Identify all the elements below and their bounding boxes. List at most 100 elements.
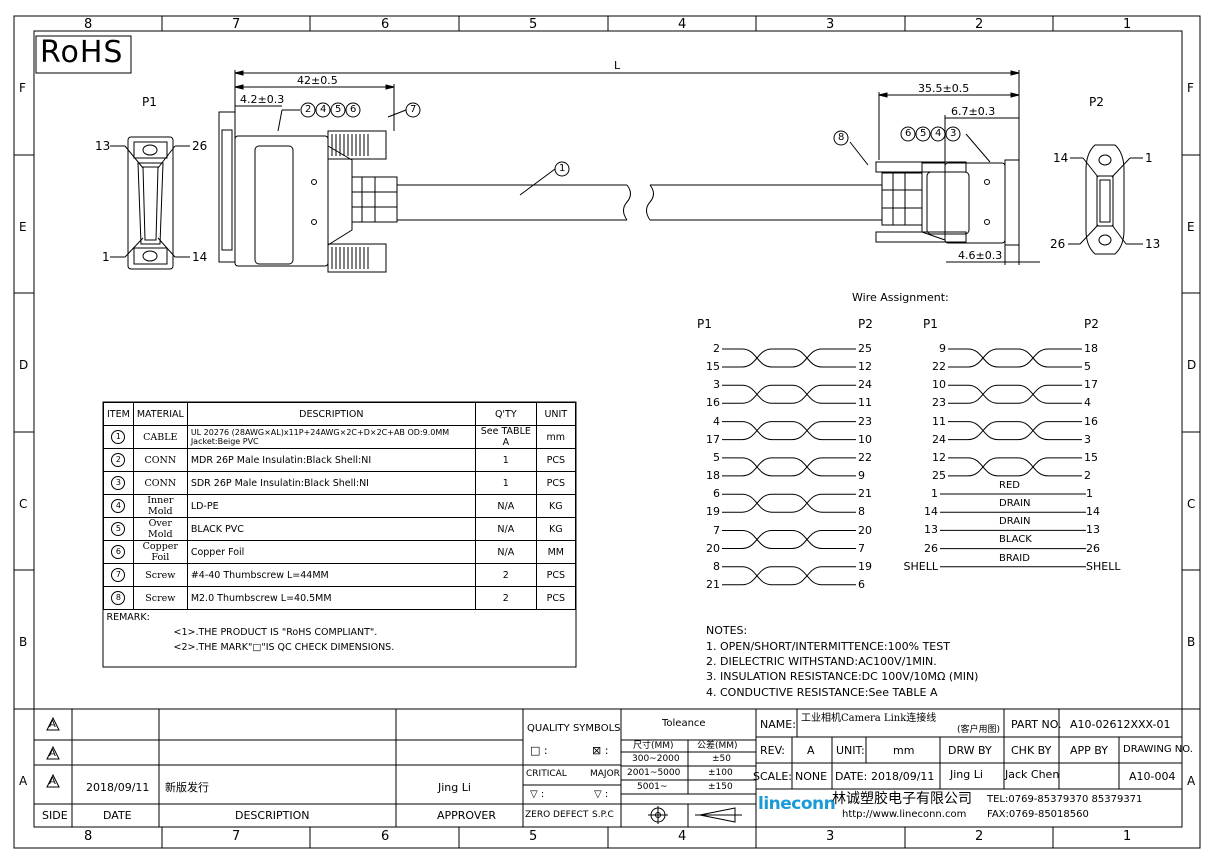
date-value: 2018/09/11 bbox=[871, 770, 935, 783]
name-value: 工业相机Camera Link连接线 bbox=[801, 713, 937, 724]
wire-trace bbox=[948, 457, 1082, 477]
dim-p2-offset-bottom: 4.6±0.3 bbox=[958, 249, 1003, 262]
zone-bottom-4: 4 bbox=[678, 829, 687, 844]
zone-left-d: D bbox=[19, 358, 29, 372]
bom-material: CABLE bbox=[132, 425, 188, 449]
callout-p2-5: 5 bbox=[920, 128, 927, 139]
tolerance-row1-tol: ±50 bbox=[712, 754, 731, 764]
wa-right-p2: P2 bbox=[1084, 317, 1099, 331]
wire-pin-p2: 9 bbox=[858, 468, 865, 482]
p2-pin-1: 1 bbox=[1145, 151, 1153, 165]
wire-pin-p2: 11 bbox=[858, 396, 872, 410]
callout-6: 6 bbox=[350, 104, 357, 115]
bom-qty: N/A bbox=[474, 540, 537, 564]
rohs-box bbox=[35, 35, 132, 74]
wire-trace bbox=[948, 421, 1082, 441]
note-4: 4. CONDUCTIVE RESISTANCE:See TABLE A bbox=[706, 686, 938, 699]
bom-header-qty: Q'TY bbox=[474, 402, 537, 426]
wire-single-p1: 26 bbox=[924, 541, 938, 555]
wire-pin-p2: 5 bbox=[1084, 360, 1091, 373]
bom-item-number: 3 bbox=[111, 476, 126, 490]
tolerance-row2-tol: ±100 bbox=[708, 768, 733, 778]
wire-pin-p1: 24 bbox=[932, 432, 946, 446]
wire-trace bbox=[948, 421, 1082, 441]
p1-side-view bbox=[218, 111, 398, 273]
p2-side-view bbox=[875, 159, 1020, 246]
rev-header-description: DESCRIPTION bbox=[235, 809, 310, 822]
bom-description: M2.0 Thumbscrew L=40.5MM bbox=[186, 586, 476, 610]
rev-description-3: 新版发行 bbox=[165, 781, 209, 794]
dim-p2-length: 35.5±0.5 bbox=[918, 82, 970, 95]
zone-top-4: 4 bbox=[678, 17, 687, 32]
zone-top-7: 7 bbox=[232, 17, 241, 32]
wire-trace bbox=[722, 493, 856, 513]
wire-pin-p2: 19 bbox=[858, 559, 872, 573]
scale-value: NONE bbox=[795, 770, 828, 783]
bom-remark-label: REMARK: bbox=[106, 612, 150, 623]
bom-unit: PCS bbox=[535, 586, 576, 610]
wire-pin-p2: 24 bbox=[858, 378, 872, 392]
bom-qty: 1 bbox=[474, 471, 537, 495]
zone-top-5: 5 bbox=[529, 17, 538, 32]
company-fax: FAX:0769-85018560 bbox=[987, 809, 1089, 820]
part-no-value: A10-02612XXX-01 bbox=[1070, 718, 1171, 731]
p1-pin-13: 13 bbox=[95, 139, 111, 153]
chk-by-value: Jack Chen bbox=[1005, 768, 1060, 781]
p2-front-view bbox=[1068, 144, 1143, 255]
wire-pin-p2: 12 bbox=[858, 360, 872, 373]
wire-pin-p2: 8 bbox=[858, 505, 865, 519]
wire-trace bbox=[948, 348, 1082, 368]
bom-material: CONN bbox=[132, 471, 188, 495]
wire-trace bbox=[722, 421, 856, 441]
bom-unit: mm bbox=[535, 425, 576, 449]
wire-pin-p1: 2 bbox=[713, 342, 720, 355]
zone-right-f: F bbox=[1187, 81, 1194, 95]
dim-p1-offset: 4.2±0.3 bbox=[240, 93, 285, 106]
wire-single-label: BLACK bbox=[999, 534, 1032, 546]
bom-unit: PCS bbox=[535, 471, 576, 495]
drawing-no-label: DRAWING NO. bbox=[1123, 744, 1193, 755]
p2-pin-26: 26 bbox=[1050, 237, 1066, 251]
zone-bottom-5: 5 bbox=[529, 829, 538, 844]
wire-pin-p2: 25 bbox=[858, 342, 872, 355]
title-block-grid bbox=[34, 708, 1182, 827]
callout-5: 5 bbox=[335, 104, 342, 115]
callout-4: 4 bbox=[320, 104, 327, 115]
bom-description: #4-40 Thumbscrew L=44MM bbox=[186, 563, 476, 587]
zone-left-e: E bbox=[19, 220, 27, 234]
wire-single-label: DRAIN bbox=[999, 516, 1031, 528]
note-2: 2. DIELECTRIC WITHSTAND:AC100V/1MIN. bbox=[706, 655, 937, 668]
wire-pin-p1: 9 bbox=[939, 342, 946, 355]
tolerance-row1-size: 300~2000 bbox=[632, 754, 680, 764]
name-note: (客户用图) bbox=[957, 725, 1001, 735]
chk-by-label: CHK BY bbox=[1011, 744, 1052, 757]
wire-trace bbox=[722, 457, 856, 477]
wire-pin-p2: 10 bbox=[858, 432, 872, 446]
rev-date-3: 2018/09/11 bbox=[86, 781, 150, 794]
wire-trace bbox=[722, 530, 856, 549]
unit-label: UNIT: bbox=[836, 744, 865, 757]
wire-pin-p2: 20 bbox=[858, 523, 872, 537]
wire-single-p1: 13 bbox=[924, 523, 938, 537]
bom-item-number: 4 bbox=[111, 499, 126, 513]
bom-qty: N/A bbox=[474, 517, 537, 541]
wire-trace bbox=[948, 457, 1082, 477]
zone-bottom-6: 6 bbox=[381, 829, 390, 844]
wire-pairs-right bbox=[940, 348, 1086, 568]
wire-trace bbox=[722, 493, 856, 513]
wire-single-label: BRAID bbox=[999, 552, 1030, 564]
wire-single-p2: 14 bbox=[1086, 505, 1100, 519]
zone-right-b: B bbox=[1187, 635, 1196, 649]
quality-major: MAJOR bbox=[590, 769, 620, 779]
notes-title: NOTES: bbox=[706, 624, 748, 637]
quality-critical: CRITICAL bbox=[526, 769, 567, 779]
rev-header-side: SIDE bbox=[42, 809, 68, 822]
name-label: NAME: bbox=[760, 718, 796, 731]
wire-pin-p1: 4 bbox=[713, 414, 720, 428]
zone-top-3: 3 bbox=[826, 17, 835, 32]
bom-material: Inner Mold bbox=[132, 494, 188, 518]
revision-triangles bbox=[46, 716, 60, 788]
bom-unit: PCS bbox=[535, 563, 576, 587]
